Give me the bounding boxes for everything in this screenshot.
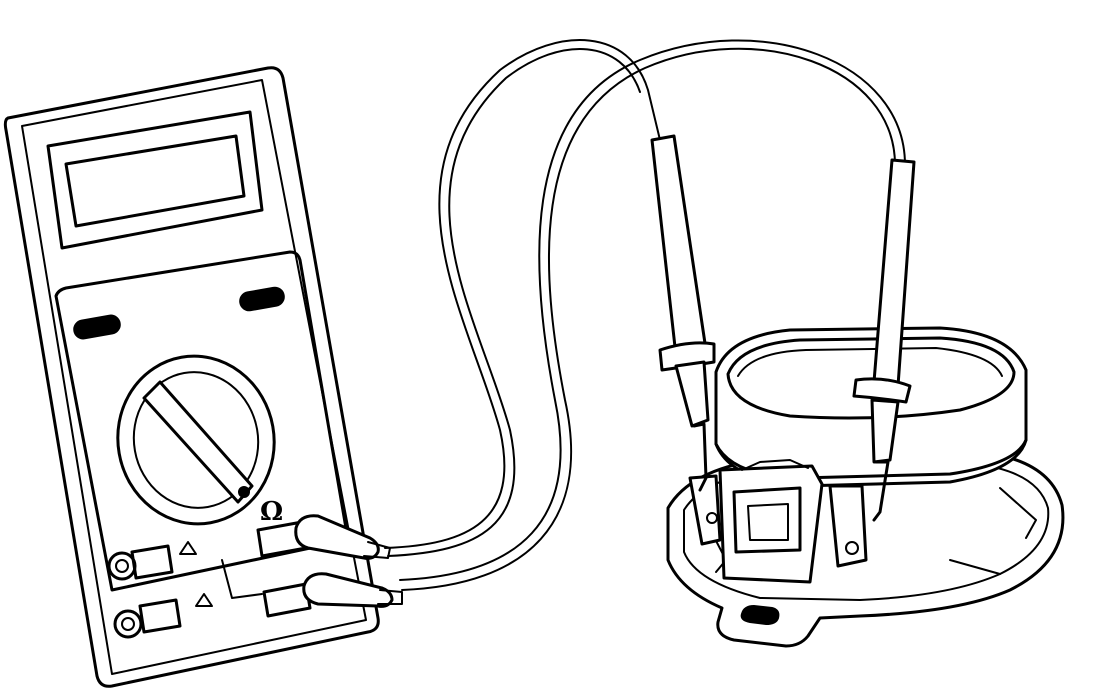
test-lead-plug-upper-collar [363, 541, 391, 559]
speaker-magnet-top-edge [714, 438, 1028, 480]
test-probe-right-body [870, 398, 900, 464]
test-probe-right-guard [852, 377, 912, 404]
speaker-frame-spoke-right [999, 487, 1037, 539]
test-probe-left-body [674, 360, 710, 428]
rotary-selector-dial [132, 371, 260, 509]
input-jack-lower [113, 609, 143, 639]
display-bezel [46, 110, 264, 250]
test-probe-left-tip [692, 422, 708, 492]
test-lead-wire-red [384, 39, 661, 549]
input-jack-lower-inner [121, 617, 135, 631]
speaker-terminal-right [828, 484, 868, 568]
right-function-button [239, 286, 285, 312]
test-lead-plug-lower-collar [377, 589, 403, 605]
test-lead-wire-red-outline [387, 48, 641, 557]
speaker-terminal-left-screw [706, 512, 718, 524]
speaker [666, 326, 1065, 648]
test-lead-plugs [294, 514, 403, 608]
speaker-mounting-tab-hole [740, 604, 780, 626]
test-probe-left-handle [650, 134, 708, 358]
lcd-display [64, 134, 246, 228]
test-lead-plug-lower [302, 572, 394, 608]
speaker-top-cap-inner [737, 347, 1003, 377]
test-lead-wire-black [399, 39, 906, 581]
warning-triangle-lower [195, 593, 213, 607]
rotary-selector-ring [116, 354, 276, 526]
jack-panel-divider [221, 559, 263, 599]
test-probe-right-tip [872, 460, 890, 522]
multimeter: Ω [3, 66, 380, 688]
speaker-connector-latch [741, 459, 809, 471]
test-probes [650, 134, 916, 522]
multimeter-body-inner-edge [21, 79, 367, 675]
speaker-terminal-right-screw [845, 541, 859, 555]
input-jack-upper [107, 551, 137, 581]
test-lead-wire-black-outline [401, 47, 896, 591]
control-panel [54, 250, 350, 592]
warning-triangle-upper [179, 541, 197, 555]
rotary-selector-knob [142, 380, 254, 504]
speaker-connector-socket [732, 486, 802, 554]
left-function-button [73, 314, 121, 340]
test-lead-wires [384, 39, 906, 591]
speaker-connector-socket-inner [747, 503, 789, 541]
speaker-frame-spoke-mid [949, 559, 1001, 575]
jack-label-v [262, 582, 312, 618]
input-jack-upper-inner [115, 559, 129, 573]
test-lead-plug-upper [294, 514, 380, 560]
ohm-range-symbol: Ω [260, 497, 283, 527]
jack-label-lower [138, 598, 182, 634]
rotary-selector-pointer [238, 486, 250, 498]
